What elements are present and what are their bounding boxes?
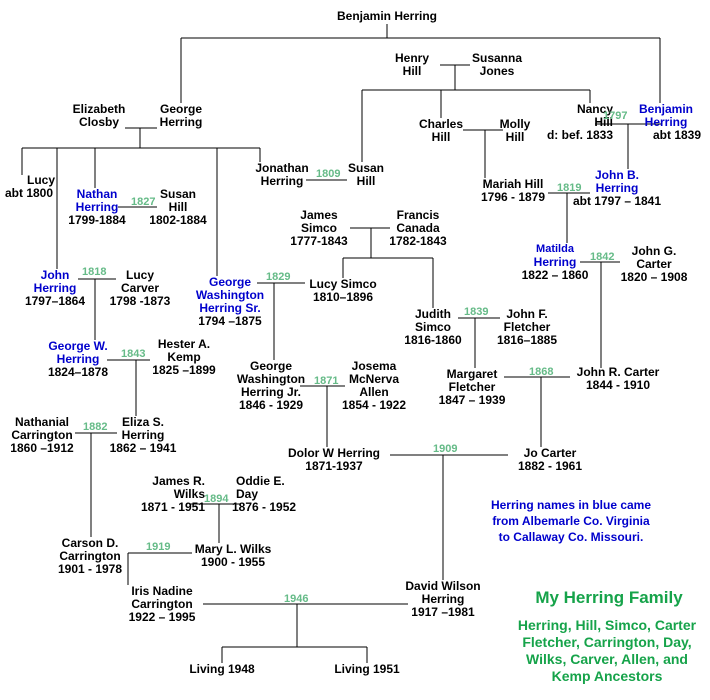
marriage-year-1882: 1882 <box>83 421 108 433</box>
marriage-year-1871: 1871 <box>314 375 339 387</box>
person-benjamin-herring-top: Benjamin Herring <box>336 9 438 23</box>
marriage-year-1819: 1819 <box>557 182 582 194</box>
person-living-1948: Living 1948 <box>189 662 255 676</box>
marriage-year-1818: 1818 <box>82 266 107 278</box>
page-title: My Herring Family <box>535 588 683 607</box>
marriage-year-1868: 1868 <box>529 366 554 378</box>
marriage-year-1909: 1909 <box>433 443 458 455</box>
marriage-year-1827: 1827 <box>131 196 156 208</box>
marriage-year-1829: 1829 <box>266 271 291 283</box>
marriage-year-1946: 1946 <box>284 593 309 605</box>
marriage-year-1894: 1894 <box>204 493 229 505</box>
marriage-year-1842: 1842 <box>590 251 615 263</box>
person-living-1951: Living 1951 <box>334 662 400 676</box>
marriage-year-1797: 1797 <box>603 110 628 122</box>
marriage-year-1919: 1919 <box>146 541 171 553</box>
marriage-year-1809: 1809 <box>316 168 341 180</box>
marriage-year-1843: 1843 <box>121 348 146 360</box>
marriage-year-1839: 1839 <box>464 306 489 318</box>
